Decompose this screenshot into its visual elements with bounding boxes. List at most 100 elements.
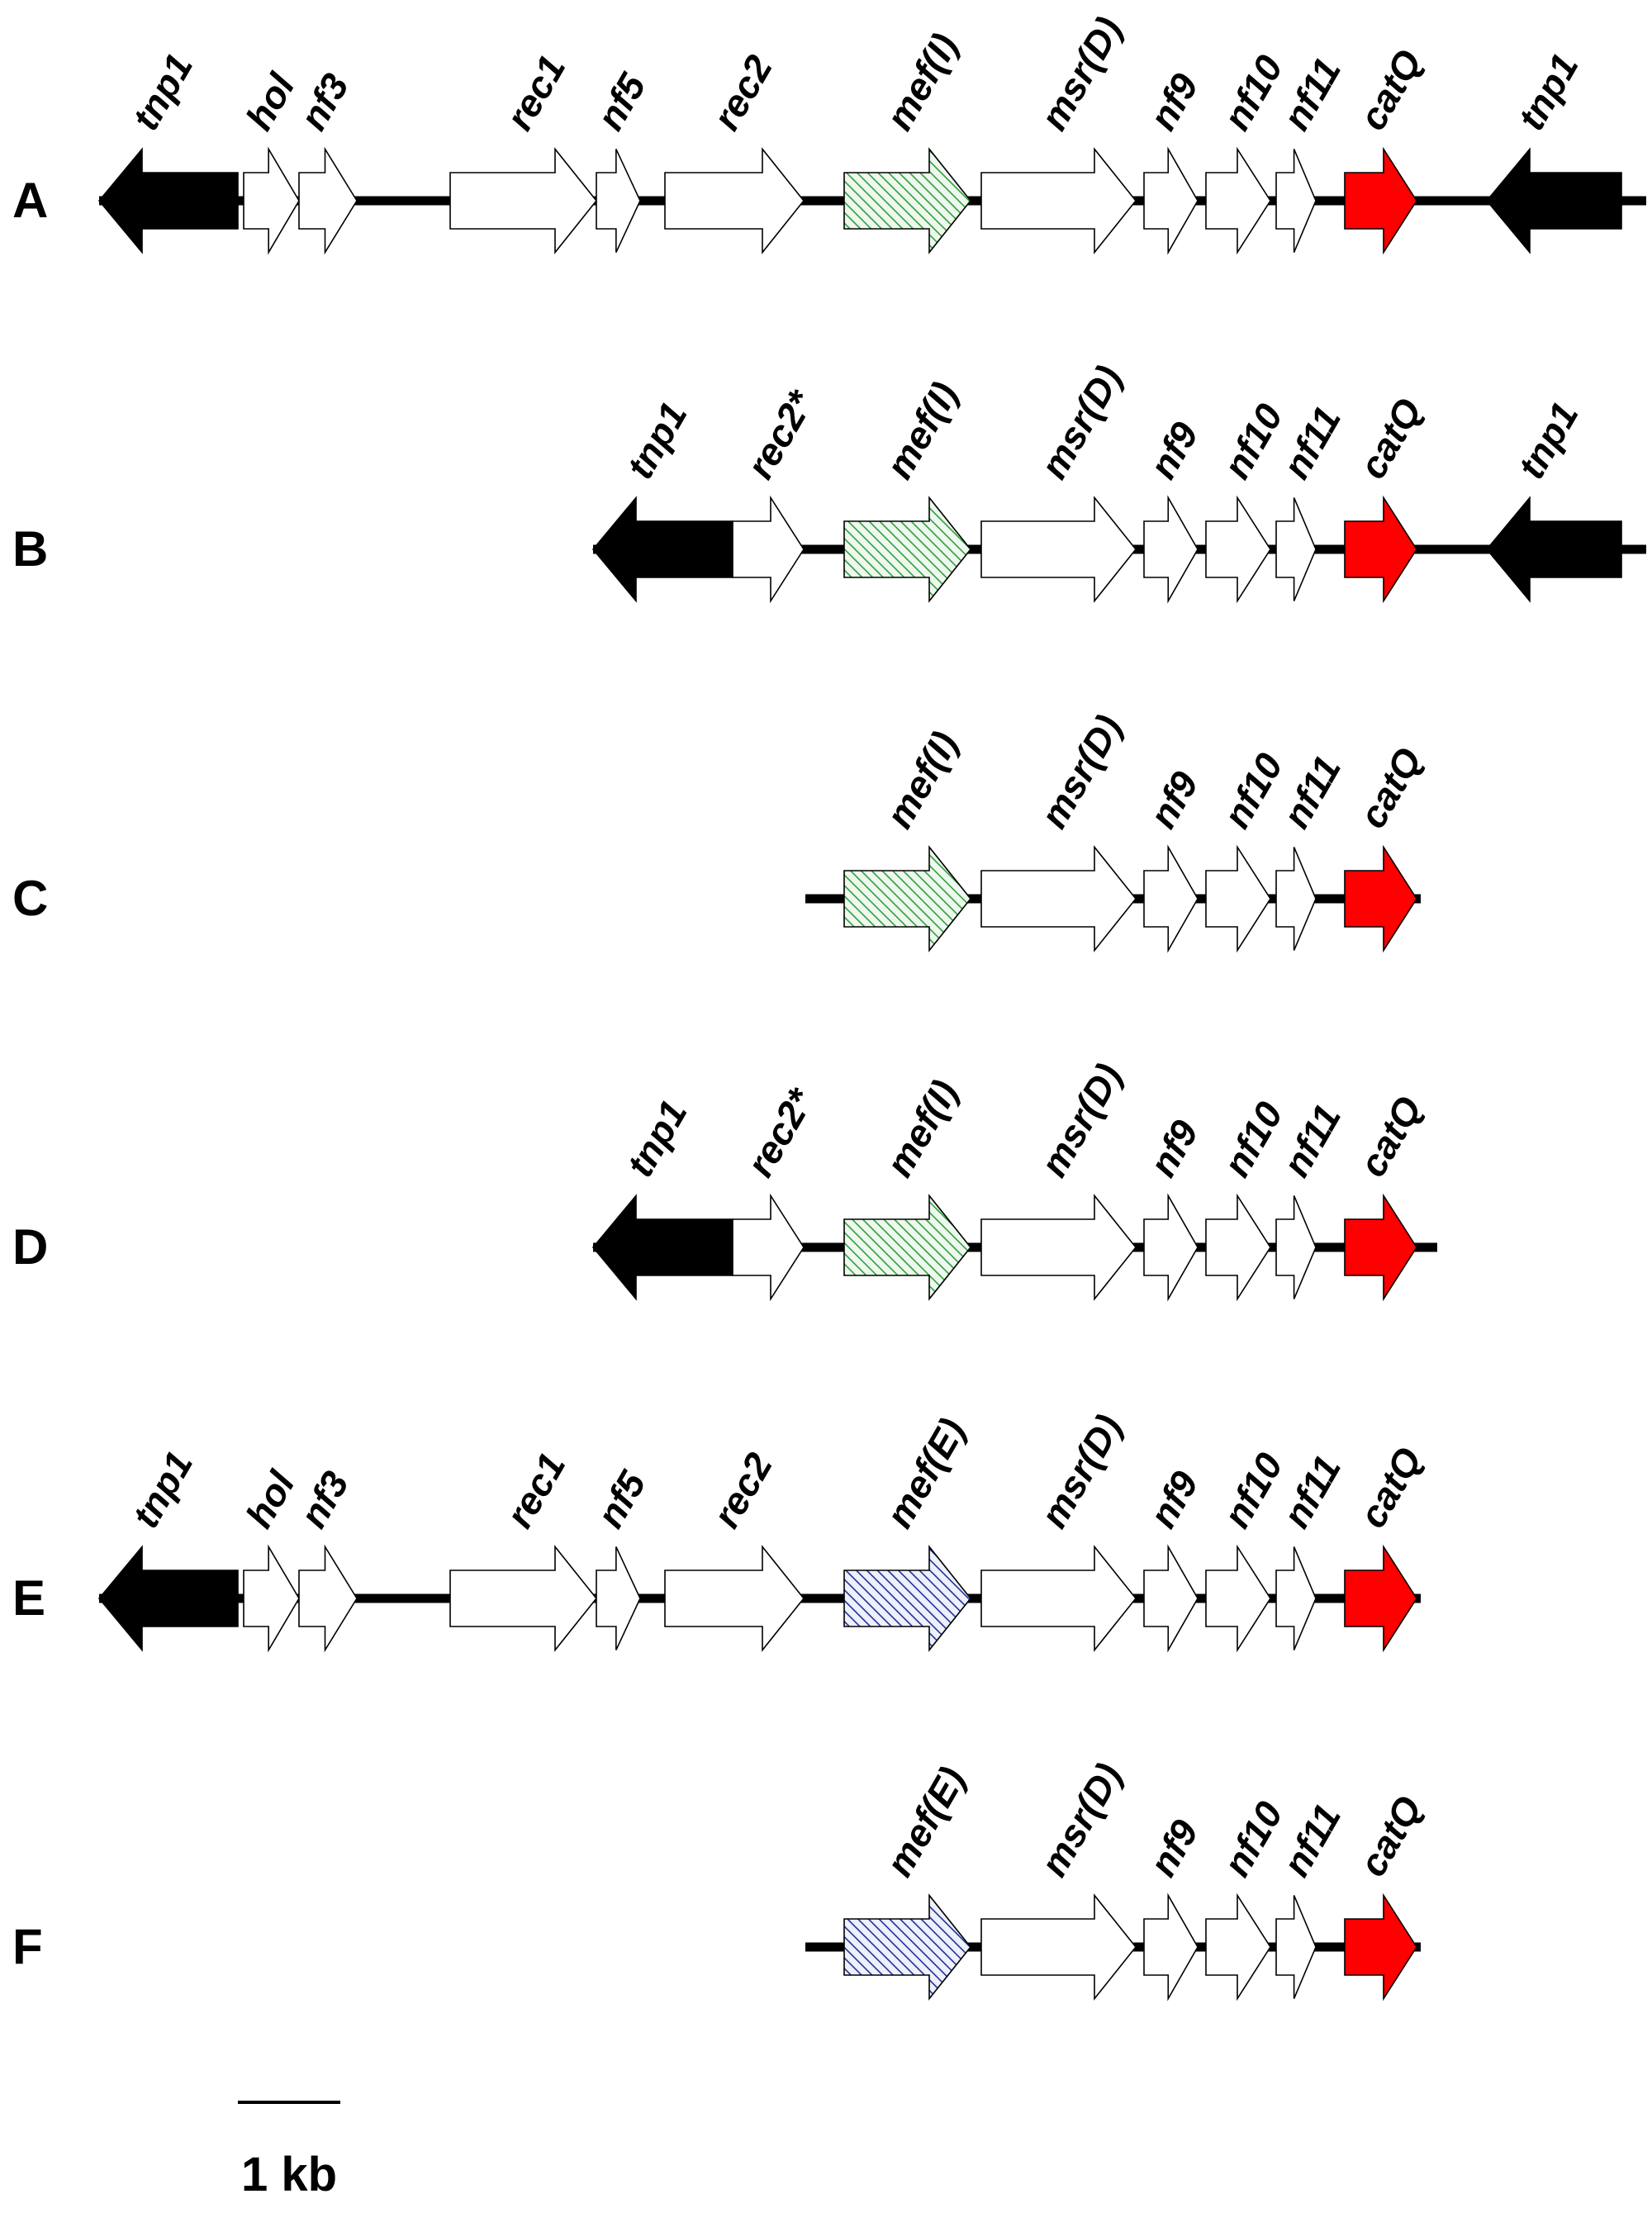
gene-label-nf5: nf5 xyxy=(588,1463,654,1535)
gene-arrow-catq xyxy=(1344,146,1417,255)
gene-arrow-nf9 xyxy=(1143,1892,1199,2002)
gene-label-nf9: nf9 xyxy=(1141,764,1207,835)
gene-label-hol: hol xyxy=(237,1463,303,1535)
gene-label-nf3: nf3 xyxy=(292,66,358,137)
gene-label-catq: catQ xyxy=(1351,1440,1430,1535)
gene-label-catq: catQ xyxy=(1351,391,1430,486)
gene-label-catq: catQ xyxy=(1351,740,1430,835)
construct-label: F xyxy=(12,1919,43,1974)
gene-label-msr-d: msr(D) xyxy=(1032,1057,1130,1184)
gene-label-nf11: nf11 xyxy=(1275,50,1350,137)
construct-label: E xyxy=(12,1570,45,1626)
gene-label-nf9: nf9 xyxy=(1141,1812,1207,1883)
gene-label-mef-i: mef(I) xyxy=(877,724,966,835)
gene-label-rec2: rec2 xyxy=(705,1446,781,1535)
gene-arrow-tnp1 xyxy=(1485,496,1622,603)
gene-arrow-msr-d xyxy=(980,1194,1137,1301)
gene-arrow-nf10 xyxy=(1205,146,1271,255)
gene-label-tnp1: tnp1 xyxy=(1509,46,1587,137)
scale-bar-label: 1 kb xyxy=(241,2148,337,2201)
gene-label-msr-d: msr(D) xyxy=(1032,1756,1130,1883)
gene-arrow-msr-d xyxy=(980,1893,1137,2001)
gene-label-tnp1: tnp1 xyxy=(124,46,202,137)
gene-label-msr-d: msr(D) xyxy=(1032,10,1130,137)
construct-label: D xyxy=(12,1219,48,1275)
gene-label-rec1: rec1 xyxy=(497,48,573,137)
gene-label-catq: catQ xyxy=(1351,42,1430,137)
gene-arrow-rec2 xyxy=(664,1545,805,1652)
gene-arrow-msr-d xyxy=(980,496,1137,603)
gene-label-mef-i: mef(I) xyxy=(877,26,966,137)
gene-arrow-nf10 xyxy=(1205,1892,1271,2002)
gene-label-nf3: nf3 xyxy=(292,1464,358,1535)
gene-arrow-nf11 xyxy=(1275,1895,1317,1999)
gene-arrow-mef-e xyxy=(843,1893,972,2001)
gene-arrow-nf11 xyxy=(1275,1195,1317,1299)
gene-arrow-rec2 xyxy=(732,495,805,604)
gene-arrow-catq xyxy=(1344,1892,1417,2002)
gene-arrow-mef-i xyxy=(843,1194,972,1301)
gene-arrow-tnp1 xyxy=(97,147,239,254)
gene-arrow-msr-d xyxy=(980,147,1137,254)
gene-label-nf11: nf11 xyxy=(1275,748,1350,835)
gene-label-nf11: nf11 xyxy=(1275,399,1350,486)
gene-arrow-rec1 xyxy=(449,147,598,254)
gene-arrow-catq xyxy=(1344,844,1417,953)
gene-label-tnp1: tnp1 xyxy=(618,395,695,486)
gene-label-nf10: nf10 xyxy=(1215,397,1292,486)
gene-label-nf9: nf9 xyxy=(1141,1113,1207,1184)
construct-label: A xyxy=(12,173,48,228)
gene-arrow-nf9 xyxy=(1143,1544,1199,1653)
gene-arrow-mef-i xyxy=(843,147,972,254)
gene-label-nf10: nf10 xyxy=(1215,1794,1292,1883)
gene-arrow-mef-e xyxy=(843,1545,972,1652)
gene-label-catq: catQ xyxy=(1351,1788,1430,1883)
gene-arrow-nf10 xyxy=(1205,844,1271,953)
gene-arrow-nf3 xyxy=(298,146,358,255)
gene-label-nf5: nf5 xyxy=(588,65,654,137)
gene-arrow-catq xyxy=(1344,1193,1417,1302)
gene-arrow-nf10 xyxy=(1205,495,1271,604)
gene-arrow-catq xyxy=(1344,495,1417,604)
gene-label-nf10: nf10 xyxy=(1215,1095,1292,1184)
gene-label-nf9: nf9 xyxy=(1141,66,1207,137)
gene-label-tnp1: tnp1 xyxy=(1509,395,1587,486)
gene-label-catq: catQ xyxy=(1351,1089,1430,1184)
gene-label-nf10: nf10 xyxy=(1215,48,1292,137)
construct-label: C xyxy=(12,871,48,926)
gene-arrow-mef-i xyxy=(843,496,972,603)
gene-arrow-tnp1 xyxy=(591,496,733,603)
gene-arrow-nf9 xyxy=(1143,146,1199,255)
gene-arrow-tnp1 xyxy=(97,1545,239,1652)
gene-arrow-nf11 xyxy=(1275,149,1317,253)
gene-arrow-nf9 xyxy=(1143,495,1199,604)
gene-arrow-msr-d xyxy=(980,845,1137,952)
gene-arrow-catq xyxy=(1344,1544,1417,1653)
gene-label-hol: hol xyxy=(237,65,303,137)
gene-arrow-nf10 xyxy=(1205,1193,1271,1302)
gene-label-rec2: rec2* xyxy=(738,382,823,486)
gene-label-msr-d: msr(D) xyxy=(1032,359,1130,486)
gene-label-rec1: rec1 xyxy=(497,1446,573,1535)
gene-arrow-hol xyxy=(243,1544,300,1653)
gene-arrow-tnp1 xyxy=(591,1194,733,1301)
gene-label-msr-d: msr(D) xyxy=(1032,1408,1130,1535)
gene-label-mef-i: mef(I) xyxy=(877,1073,966,1184)
gene-arrow-rec2 xyxy=(732,1193,805,1302)
gene-arrow-nf9 xyxy=(1143,844,1199,953)
gene-arrow-mef-i xyxy=(843,845,972,952)
gene-arrow-rec2 xyxy=(664,147,805,254)
gene-label-tnp1: tnp1 xyxy=(124,1444,202,1535)
scale-bar: 1 kb xyxy=(238,2101,340,2201)
gene-arrow-nf11 xyxy=(1275,847,1317,951)
gene-label-nf11: nf11 xyxy=(1275,1448,1350,1535)
gene-arrow-msr-d xyxy=(980,1545,1137,1652)
gene-arrow-nf5 xyxy=(596,1546,641,1650)
gene-label-msr-d: msr(D) xyxy=(1032,708,1130,835)
